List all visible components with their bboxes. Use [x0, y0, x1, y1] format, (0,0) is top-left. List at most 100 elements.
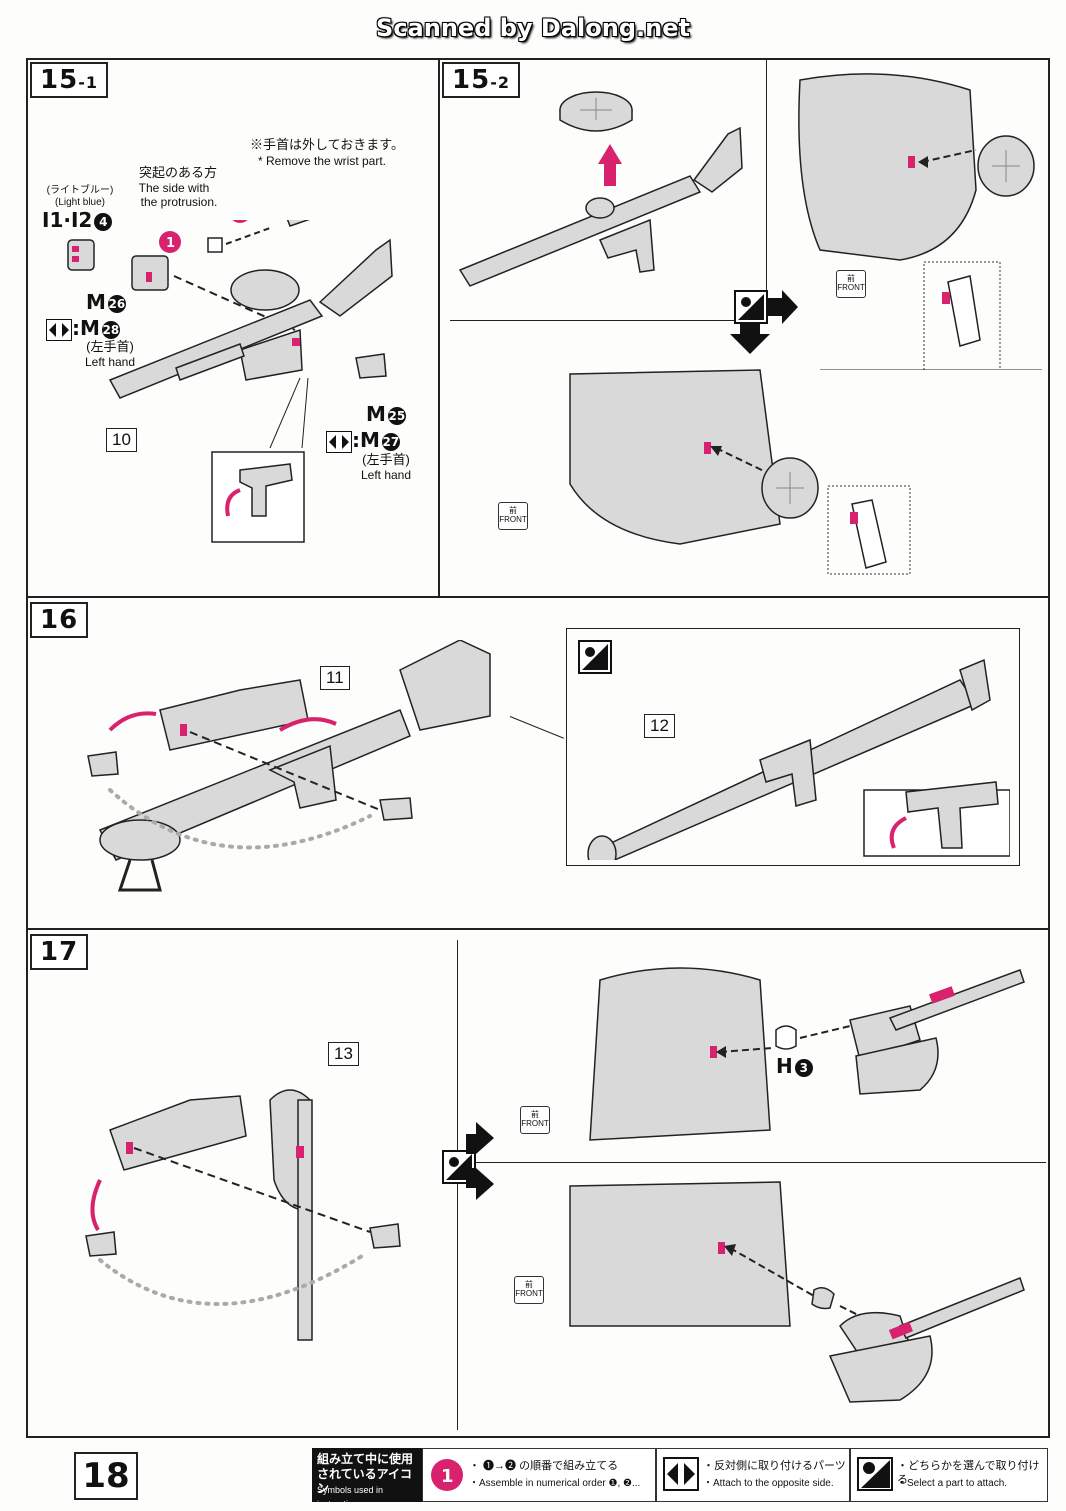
divider-15-2-v — [766, 58, 767, 320]
light-blue-en: (Light blue) — [54, 197, 106, 208]
select-part-icon — [857, 1457, 893, 1491]
part-code-number: 3 — [794, 1058, 813, 1077]
part-code-text: H — [776, 1054, 793, 1078]
backpack-heat-hawk-bottom — [569, 1181, 1025, 1403]
svg-text:1: 1 — [441, 1466, 454, 1487]
legend-item-select: ・どちらかを選んで取り付ける ・Select a part to attach. — [850, 1448, 1048, 1502]
legend-opposite-en: ・Attach to the opposite side. — [703, 1478, 834, 1489]
front-badge-en: FRONT — [837, 283, 865, 292]
front-badge-en: FRONT — [515, 1289, 543, 1298]
protrusion-note-en1: The side with — [138, 181, 210, 195]
legend-order-en: ・Assemble in numerical order ❶, ❷... — [469, 1478, 641, 1489]
page-frame — [26, 58, 1050, 1438]
front-badge-jp: 前 — [509, 506, 517, 515]
left-hand-jp-1: (左手首) — [86, 339, 134, 354]
left-hand-en-1: Left hand — [84, 355, 136, 369]
light-blue-jp: (ライトブルー) — [46, 185, 114, 196]
part-code-number: 27 — [381, 432, 400, 451]
backpack-heat-hawk-top — [589, 967, 1025, 1141]
bazooka-assembly-illustration: 1 2 — [67, 220, 393, 543]
legend-order-jp: ・ ❶→❷ の順番で組み立てる — [469, 1460, 619, 1472]
part-code-text: M — [86, 290, 106, 314]
arrow-right-icon — [768, 290, 798, 324]
legend-item-opposite: ・反対側に取り付けるパーツ ・Attach to the opposite si… — [656, 1448, 850, 1502]
page-number: 18 — [74, 1452, 138, 1500]
wrist-note-jp: ※手首は外しておきます。 — [250, 137, 404, 152]
step-sub: -1 — [78, 73, 98, 92]
ammo-drum-illustration — [458, 91, 743, 287]
step-16-detail-box — [566, 628, 1020, 866]
divider-17-horizontal — [468, 1162, 1046, 1163]
part-code-number: 4 — [94, 212, 113, 231]
opposite-side-icon — [326, 430, 352, 453]
backpack-illustration-top — [798, 73, 1042, 370]
svg-text:2: 2 — [236, 220, 245, 221]
select-part-icon — [442, 1150, 476, 1184]
part-code-text: :M — [72, 316, 100, 340]
wrist-note-en: * Remove the wrist part. — [257, 154, 387, 168]
front-badge-en: FRONT — [521, 1119, 549, 1128]
divider-15-2-h — [450, 320, 766, 321]
heat-hawk-assembly-illustration — [85, 1089, 401, 1341]
assemble-order-icon: 1 — [431, 1459, 463, 1491]
select-part-icon — [734, 290, 768, 324]
arrow-up-right-icon — [466, 1122, 494, 1154]
divider-16-17 — [26, 928, 1048, 930]
scan-watermark: Scanned by Dalong.net — [376, 14, 690, 42]
part-label-10: 10 — [106, 428, 137, 452]
opposite-side-icon — [663, 1457, 699, 1491]
legend-item-order: 1 ・ ❶→❷ の順番で組み立てる ・Assemble in numerical… — [422, 1448, 656, 1502]
part-code-number: 25 — [387, 406, 406, 425]
front-badge-jp: 前 — [531, 1110, 539, 1119]
opposite-side-icon — [46, 318, 72, 341]
part-label-12: 12 — [644, 714, 675, 738]
divider-17-vertical — [457, 940, 458, 1430]
arrow-down-right-icon — [466, 1168, 494, 1200]
part-code-number: 26 — [107, 294, 126, 313]
front-badge-en: FRONT — [499, 515, 527, 524]
svg-text:1: 1 — [166, 236, 175, 251]
step-number: 15 — [452, 65, 491, 95]
step-15-2-label: 15-2 — [442, 62, 520, 98]
legend-title-jp2: されているアイコン — [317, 1467, 413, 1495]
part-code-text: M — [366, 402, 386, 426]
divider-15-vertical — [438, 58, 440, 596]
legend-select-jp: ・どちらかを選んで取り付ける — [897, 1460, 1040, 1486]
part-code-number: 28 — [101, 320, 120, 339]
select-part-icon — [578, 640, 612, 674]
step-number: 15 — [40, 65, 79, 95]
protrusion-note-jp: 突起のある方 — [138, 165, 217, 180]
step-sub: -2 — [490, 73, 510, 92]
legend-opposite-jp: ・反対側に取り付けるパーツ — [703, 1460, 846, 1472]
bazooka-16-illustration — [87, 640, 491, 892]
protrusion-note-en2: the protrusion. — [140, 195, 218, 209]
part-code-text: I1·I2 — [42, 208, 93, 232]
divider-15-16 — [26, 596, 1048, 598]
step-15-1-label: 15-1 — [30, 62, 108, 98]
legend-title-jp1: 組み立て中に使用 — [317, 1452, 414, 1466]
step-16-label: 16 — [30, 602, 89, 638]
legend-title-box: 組み立て中に使用 されているアイコン Symbols used in instr… — [312, 1448, 422, 1509]
legend-select-en: ・Select a part to attach. — [897, 1478, 1008, 1489]
part-label-11: 11 — [320, 666, 350, 690]
step-17-label: 17 — [30, 934, 89, 970]
part-code-text: :M — [352, 428, 380, 452]
legend-title-en: Symbols used in instructions — [317, 1485, 384, 1509]
left-hand-en-2: Left hand — [360, 468, 412, 482]
grip-detail-illustration — [889, 781, 999, 849]
left-hand-jp-2: (左手首) — [362, 452, 410, 467]
part-label-13: 13 — [328, 1042, 359, 1066]
front-badge-jp: 前 — [847, 274, 855, 283]
front-badge-jp: 前 — [525, 1280, 533, 1289]
backpack-illustration-bottom — [569, 369, 911, 575]
